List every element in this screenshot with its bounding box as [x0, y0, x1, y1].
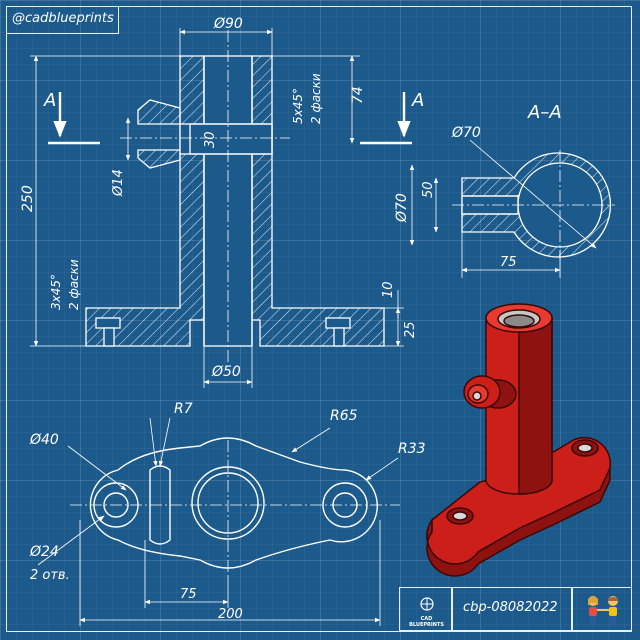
dim-counterbore-depth: 10 — [381, 281, 396, 298]
boss-section — [137, 99, 181, 125]
dim-top-200: 200 — [218, 607, 243, 622]
chamfer-top-size: 5x45° — [291, 88, 305, 124]
top-view — [70, 437, 400, 575]
cadblueprints-logo-icon — [420, 597, 434, 611]
title-block-emoji — [572, 587, 632, 631]
logo-text-cad: CAD — [420, 616, 433, 622]
dim-flange-thickness: 25 — [403, 321, 418, 338]
dim-boss-diameter: Ø14 — [111, 169, 126, 197]
author-handle: @cadblueprints — [12, 11, 114, 26]
handle-box — [7, 7, 119, 34]
chamfer-bottom-size: 3x45° — [49, 274, 63, 310]
dim-top-75: 75 — [180, 587, 197, 602]
people-emoji-icon — [588, 596, 618, 626]
section-label-left: A — [43, 90, 56, 111]
drawing-code: cbp-08082022 — [463, 600, 558, 615]
dim-counterbore-40: Ø40 — [29, 432, 59, 448]
section-markers — [48, 92, 412, 145]
dim-hole-24: Ø24 — [29, 544, 59, 560]
cross-hole — [179, 123, 273, 155]
dim-height-74: 74 — [350, 86, 366, 104]
title-block-logo: CAD BLUEPRINTS — [399, 587, 452, 631]
dim-section-inner: Ø70 — [394, 193, 410, 223]
hole-count-note: 2 отв. — [30, 568, 70, 583]
dim-section-50: 50 — [421, 181, 436, 198]
chamfer-top-note: 2 фаски — [309, 73, 323, 124]
dim-section-outer: Ø70 — [451, 125, 481, 141]
front-view — [85, 30, 385, 365]
section-view-title: A–A — [527, 102, 562, 123]
dim-arc-r33: R33 — [398, 441, 426, 457]
section-label-right: A — [411, 90, 424, 111]
chamfer-bottom-note: 2 фаски — [67, 259, 81, 310]
dim-fillet-r7: R7 — [174, 401, 193, 417]
title-block-code: cbp-08082022 — [452, 587, 572, 631]
dim-top-diameter: Ø90 — [213, 16, 243, 32]
front-section-left — [85, 55, 205, 347]
dim-hole-30: 30 — [203, 131, 218, 148]
dim-arc-r65: R65 — [330, 408, 358, 424]
isometric-part — [426, 303, 612, 577]
drawing-frame — [6, 6, 632, 632]
dim-overall-height: 250 — [20, 185, 36, 212]
logo-text-blueprints: BLUEPRINTS — [409, 622, 444, 628]
dim-bore-diameter: Ø50 — [211, 364, 241, 380]
dim-section-75: 75 — [500, 255, 517, 270]
section-aa-view — [452, 150, 615, 260]
